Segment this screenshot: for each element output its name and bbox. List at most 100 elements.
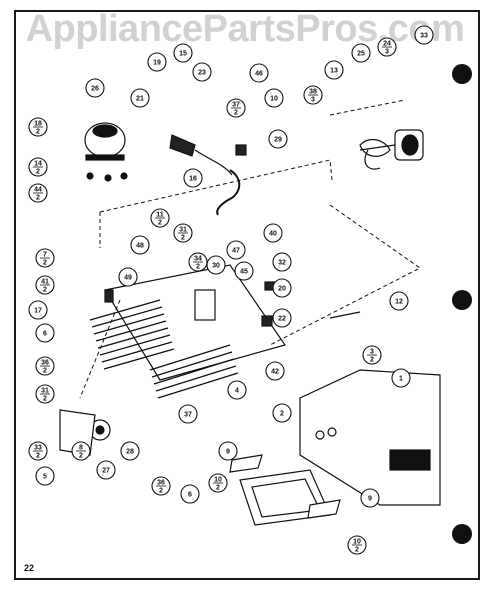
- callout-c20: 20: [272, 278, 292, 298]
- callout-circle: [130, 235, 150, 255]
- callout-labels: 2618214244219152321372164610293831325243…: [28, 25, 434, 555]
- callout-number: 9: [226, 449, 230, 456]
- callout-number: 22: [278, 316, 286, 323]
- callout-circle: [272, 278, 292, 298]
- callout-c29: 29: [268, 129, 288, 149]
- callout-c17: 17: [28, 300, 48, 320]
- callout-quantity: 2: [43, 368, 47, 375]
- callout-c33b: 332: [28, 441, 48, 461]
- condenser-coil-right: [149, 344, 239, 399]
- callout-circle: [351, 43, 371, 63]
- callout-number: 20: [278, 286, 286, 293]
- callout-circle: [234, 261, 254, 281]
- callout-c34: 342: [188, 252, 208, 272]
- callout-quantity: 2: [36, 169, 40, 176]
- callout-number: 28: [126, 449, 134, 456]
- callout-circle: [265, 361, 285, 381]
- callout-c10a: 10: [264, 88, 284, 108]
- callout-c30: 30: [206, 255, 226, 275]
- callout-number: 30: [212, 263, 220, 270]
- callout-c10b: 102: [208, 473, 228, 493]
- callout-circle: [218, 441, 238, 461]
- callout-c46: 46: [249, 63, 269, 83]
- callout-number: 9: [368, 496, 372, 503]
- assembly-dashed-outline: [79, 99, 421, 399]
- callout-quantity: 2: [234, 110, 238, 117]
- callout-c10c: 102: [347, 535, 367, 555]
- callout-number: 36: [157, 480, 165, 487]
- callout-number: 12: [395, 299, 403, 306]
- callout-c40: 40: [263, 223, 283, 243]
- callout-circle: [389, 291, 409, 311]
- callout-number: 17: [34, 308, 42, 315]
- callout-c9a: 9: [218, 441, 238, 461]
- callout-quantity: 2: [43, 287, 47, 294]
- callout-c48: 48: [130, 235, 150, 255]
- callout-c32: 32: [272, 252, 292, 272]
- callout-number: 10: [353, 539, 361, 546]
- callout-c23: 23: [192, 62, 212, 82]
- callout-number: 1: [399, 376, 403, 383]
- callout-quantity: 3: [311, 97, 315, 104]
- callout-circle: [173, 43, 193, 63]
- callout-c14: 142: [28, 157, 48, 177]
- callout-c7: 72: [35, 248, 55, 268]
- callout-circle: [192, 62, 212, 82]
- callout-circle: [130, 88, 150, 108]
- callout-c37a: 372: [226, 98, 246, 118]
- callout-number: 8: [79, 445, 83, 452]
- callout-c4: 4: [227, 380, 247, 400]
- callout-number: 2: [280, 411, 284, 418]
- callout-c19: 19: [147, 52, 167, 72]
- callout-c22: 22: [272, 308, 292, 328]
- binder-hole-bottom: [452, 524, 472, 544]
- callout-quantity: 2: [159, 488, 163, 495]
- callout-c31a: 312: [173, 223, 193, 243]
- callout-number: 42: [271, 369, 279, 376]
- callout-circle: [118, 267, 138, 287]
- callout-circle: [360, 488, 380, 508]
- callout-quantity: 2: [43, 396, 47, 403]
- callout-c25: 25: [351, 43, 371, 63]
- callout-circle: [268, 129, 288, 149]
- callout-quantity: 2: [370, 357, 374, 364]
- callout-c33: 33: [414, 25, 434, 45]
- callout-c13: 13: [324, 60, 344, 80]
- callout-number: 37: [184, 412, 192, 419]
- callout-number: 29: [274, 137, 282, 144]
- callout-quantity: 2: [181, 235, 185, 242]
- callout-circle: [272, 252, 292, 272]
- callout-circle: [226, 240, 246, 260]
- diagram-frame: [14, 10, 480, 580]
- fan-motor-part: [359, 129, 424, 170]
- callout-quantity: 2: [79, 453, 83, 460]
- callout-circle: [180, 484, 200, 504]
- callout-number: 37: [232, 102, 240, 109]
- callout-c49: 49: [118, 267, 138, 287]
- callout-number: 48: [136, 243, 144, 250]
- callout-number: 6: [188, 492, 192, 499]
- callout-c31b: 312: [35, 384, 55, 404]
- callout-c6a: 6: [35, 323, 55, 343]
- callout-number: 45: [240, 269, 248, 276]
- callout-number: 33: [34, 445, 42, 452]
- callout-c28: 28: [120, 441, 140, 461]
- callout-quantity: 2: [36, 129, 40, 136]
- callout-quantity: 2: [36, 195, 40, 202]
- control-panel-part: [299, 369, 441, 506]
- callout-number: 34: [194, 256, 202, 263]
- callout-number: 47: [232, 248, 240, 255]
- callout-c47: 47: [226, 240, 246, 260]
- callout-circle: [264, 88, 284, 108]
- callout-circle: [147, 52, 167, 72]
- callout-number: 18: [34, 121, 42, 128]
- callout-number: 44: [34, 187, 42, 194]
- callout-c36a: 362: [35, 356, 55, 376]
- callout-number: 33: [420, 33, 428, 40]
- callout-number: 23: [198, 70, 206, 77]
- callout-number: 27: [102, 468, 110, 475]
- callout-number: 10: [270, 96, 278, 103]
- callout-quantity: 2: [355, 547, 359, 554]
